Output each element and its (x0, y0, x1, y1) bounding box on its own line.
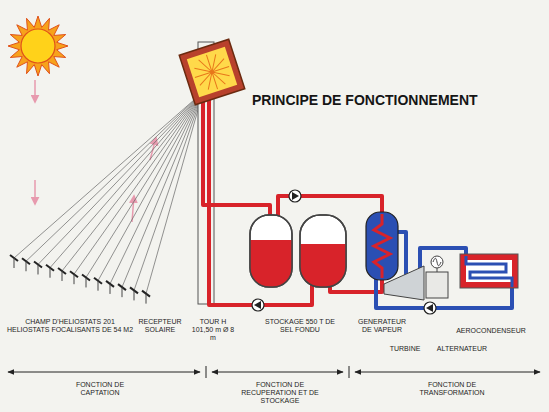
sun-disc (21, 29, 55, 63)
reflected-ray (14, 92, 203, 258)
heliostat-post (146, 294, 147, 304)
reflected-ray (146, 92, 203, 294)
part-label: AEROCONDENSEUR (453, 327, 529, 335)
ray-arrow (34, 180, 36, 204)
reflected-ray (38, 92, 203, 264)
heliostat-post (86, 277, 87, 287)
part-label: ALTERNATEUR (432, 345, 492, 353)
reflected-ray (50, 92, 203, 268)
heliostat-post (74, 274, 75, 284)
pumps (252, 190, 436, 314)
function-label: FONCTION DE TRANSFORMATION (412, 381, 492, 397)
reflected-ray (26, 92, 203, 261)
sun (8, 16, 68, 76)
reflected-ray (134, 92, 203, 290)
heliostat-post (98, 281, 99, 291)
part-label: GENERATEUR DE VAPEUR (354, 318, 410, 334)
pump-symbol (426, 304, 433, 312)
part-label: RECEPTEUR SOLAIRE (134, 318, 186, 334)
heliostat-post (14, 258, 15, 268)
function-arrows (8, 366, 540, 378)
salt-pipes (203, 95, 382, 305)
pump (289, 190, 301, 202)
heliostat-post (62, 271, 63, 281)
heliostat-post (38, 264, 39, 274)
alternator-lead (437, 268, 438, 272)
alternator (426, 272, 448, 298)
heliostat-post (122, 287, 123, 297)
part-label: STOCKAGE 550 T DE SEL FONDU (260, 318, 340, 334)
part-label: CHAMP D'HELIOSTATS 201 HELIOSTATS FOCALI… (5, 318, 135, 334)
turbine (384, 266, 424, 300)
reflected-ray (62, 92, 203, 271)
function-label: FONCTION DE RECUPERATION ET DE STOCKAGE (230, 381, 330, 405)
pump (252, 299, 264, 311)
ray-arrow (34, 80, 36, 102)
diagram-title: PRINCIPE DE FONCTIONNEMENT (252, 92, 478, 108)
heliostat-post (134, 290, 135, 300)
heliostat-field (10, 92, 203, 304)
steam-generator (366, 212, 398, 280)
heliostat-post (110, 284, 111, 294)
reflected-ray (98, 92, 203, 281)
pump (424, 302, 436, 314)
reflected-ray (86, 92, 203, 277)
solar-receiver (179, 39, 245, 105)
pump-symbol (254, 301, 261, 309)
heliostat-post (50, 268, 51, 278)
reflected-ray (122, 92, 203, 287)
pump-symbol (292, 192, 299, 200)
alternator-symbol (431, 256, 443, 268)
aerocondenser (460, 254, 518, 288)
part-label: TOUR H 101,50 m Ø 8 m (191, 318, 235, 342)
heliostat-post (26, 261, 27, 271)
function-label: FONCTION DE CAPTATION (58, 381, 142, 397)
storage-tanks (250, 215, 346, 290)
part-label: TURBINE (384, 345, 426, 353)
reflected-ray (110, 92, 203, 284)
sun-rays (8, 16, 68, 76)
alternator-symbol (433, 258, 441, 266)
